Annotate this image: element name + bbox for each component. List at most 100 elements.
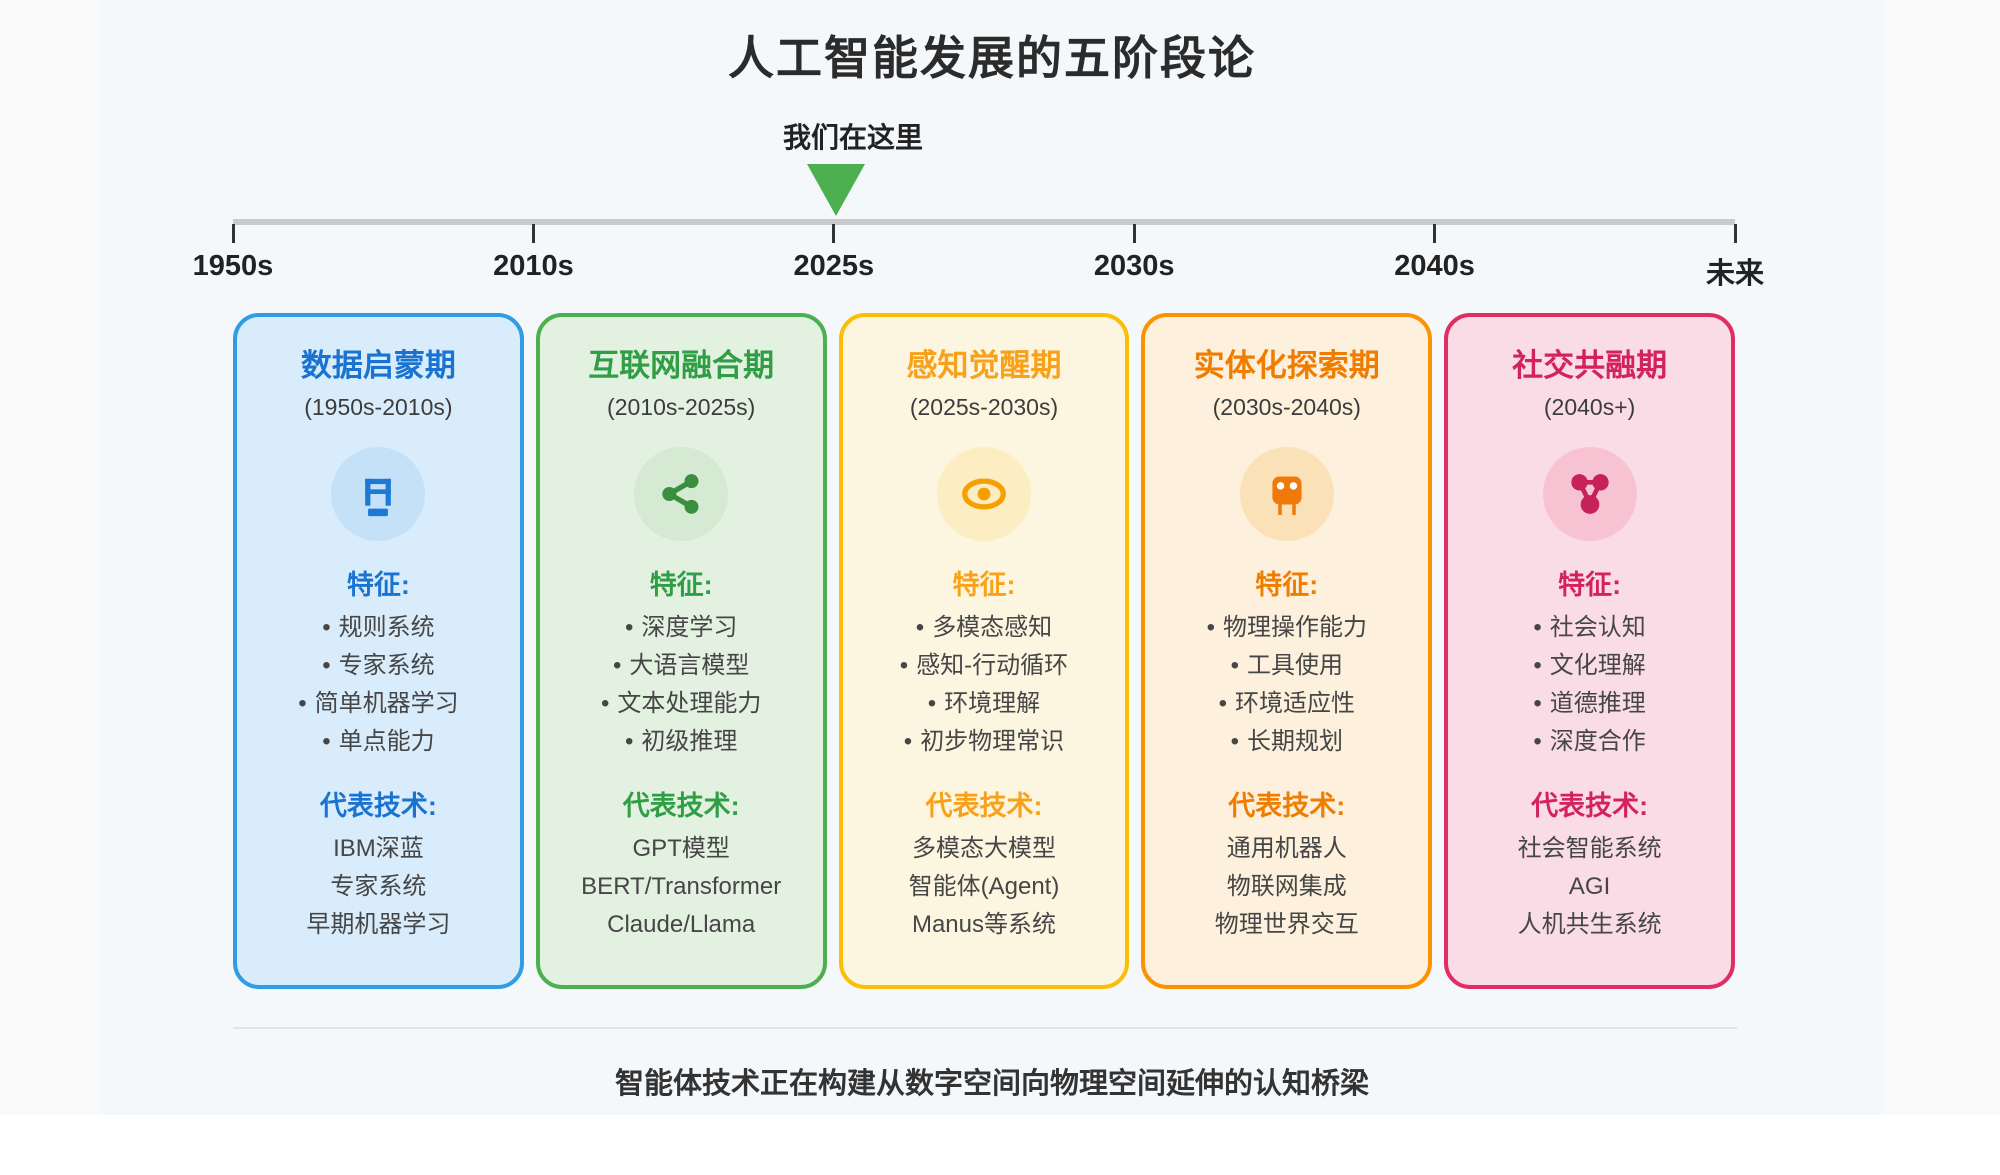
feature-item: •道德推理 xyxy=(1533,690,1646,717)
stage-period: (2010s-2025s) xyxy=(607,394,756,420)
feature-item: •社会认知 xyxy=(1533,614,1646,641)
features-label: 特征: xyxy=(346,570,410,600)
feature-item: •多模态感知 xyxy=(915,614,1053,641)
stage-title: 数据启蒙期 xyxy=(300,348,456,383)
tech-label: 代表技术: xyxy=(319,791,437,821)
poster-canvas: 人工智能发展的五阶段论 我们在这里 1950s 2010s 2025s 2030… xyxy=(100,0,1884,1115)
tech-item: 智能体(Agent) xyxy=(908,873,1060,900)
bullet-icon: • xyxy=(1230,652,1239,679)
bullet-icon: • xyxy=(915,614,925,641)
tech-list: 社会智能系统 AGI 人机共生系统 xyxy=(1448,830,1731,944)
feature-item: •初级推理 xyxy=(624,728,738,755)
stage-card-social-integration: 社交共融期 (2040s+) 特征: •社会认知 •文化理解 •道德推理 •深度… xyxy=(1444,313,1735,989)
social-network-icon xyxy=(1542,447,1637,541)
eye-icon xyxy=(936,447,1031,541)
tech-label: 代表技术: xyxy=(622,791,740,821)
down-triangle-icon xyxy=(807,164,865,216)
feature-item: •单点能力 xyxy=(322,728,435,755)
features-label: 特征: xyxy=(1558,570,1622,600)
tech-label: 代表技术: xyxy=(925,791,1043,821)
bullet-icon: • xyxy=(600,690,610,717)
share-network-icon xyxy=(634,447,729,541)
feature-item: •规则系统 xyxy=(322,614,435,641)
bullet-icon: • xyxy=(1230,728,1239,755)
bullet-icon: • xyxy=(1533,728,1542,755)
feature-item: •大语言模型 xyxy=(612,652,750,679)
features-label: 特征: xyxy=(649,570,713,600)
bullet-icon: • xyxy=(903,728,913,755)
features-label: 特征: xyxy=(1255,570,1319,600)
stage-title: 互联网融合期 xyxy=(588,348,775,383)
stage-period: (2040s+) xyxy=(1543,394,1636,420)
stage-cards-row: 数据启蒙期 (1950s-2010s) 特征: •规则系统 •专家系统 •简单机… xyxy=(233,313,1735,989)
feature-item: •深度学习 xyxy=(624,614,738,641)
marker-label: 我们在这里 xyxy=(783,122,924,153)
bullet-icon: • xyxy=(899,652,909,679)
feature-item: •环境理解 xyxy=(927,690,1041,717)
stage-card-internet-fusion: 互联网融合期 (2010s-2025s) 特征: •深度学习 •大语言模型 •文… xyxy=(535,313,827,989)
stage-card-embodied-exploration: 实体化探索期 (2030s-2040s) 特征: •物理操作能力 •工具使用 •… xyxy=(1141,313,1433,989)
features-list: •多模态感知 •感知-行动循环 •环境理解 •初步物理常识 xyxy=(843,609,1126,761)
tech-item: BERT/Transformer xyxy=(581,873,782,900)
feature-item: •文化理解 xyxy=(1533,652,1646,679)
feature-item: •工具使用 xyxy=(1230,652,1343,679)
bullet-icon: • xyxy=(624,614,634,641)
timeline-tick xyxy=(531,224,535,243)
timeline-label-2040s: 2040s xyxy=(1394,250,1475,282)
features-list: •社会认知 •文化理解 •道德推理 •深度合作 xyxy=(1448,609,1731,761)
current-position-marker: 我们在这里 xyxy=(783,116,924,216)
tech-item: 物联网集成 xyxy=(1226,873,1347,900)
timeline-tick xyxy=(231,224,235,243)
feature-item: •专家系统 xyxy=(322,652,435,679)
tech-item: 专家系统 xyxy=(330,873,427,900)
tech-list: IBM深蓝 专家系统 早期机器学习 xyxy=(237,830,520,944)
feature-item: •深度合作 xyxy=(1533,728,1646,755)
bullet-icon: • xyxy=(1206,614,1215,641)
stage-title: 社交共融期 xyxy=(1512,348,1668,383)
bullet-icon: • xyxy=(1533,614,1542,641)
robot-icon xyxy=(1239,447,1334,541)
tech-item: GPT模型 xyxy=(632,835,730,862)
tech-list: 多模态大模型 智能体(Agent) Manus等系统 xyxy=(843,830,1126,944)
timeline-bar xyxy=(233,219,1735,225)
timeline-label-future: 未来 xyxy=(1705,258,1765,290)
feature-item: •物理操作能力 xyxy=(1206,614,1367,641)
timeline-label-2030s: 2030s xyxy=(1093,250,1175,282)
stage-title: 感知觉醒期 xyxy=(906,348,1062,383)
tech-list: 通用机器人 物联网集成 物理世界交互 xyxy=(1145,830,1428,944)
timeline-label-1950s: 1950s xyxy=(192,250,274,282)
feature-item: •初步物理常识 xyxy=(903,728,1065,755)
tech-label: 代表技术: xyxy=(1531,791,1649,821)
bullet-icon: • xyxy=(322,652,331,679)
bullet-icon: • xyxy=(1533,690,1542,717)
tech-item: IBM深蓝 xyxy=(333,835,424,862)
stage-period: (1950s-2010s) xyxy=(304,394,453,420)
bullet-icon: • xyxy=(298,690,307,717)
features-list: •规则系统 •专家系统 •简单机器学习 •单点能力 xyxy=(237,609,520,761)
bullet-icon: • xyxy=(1533,652,1542,679)
tech-item: 社会智能系统 xyxy=(1517,835,1662,862)
timeline-label-2025s: 2025s xyxy=(793,250,875,282)
footer-text: 智能体技术正在构建从数字空间向物理空间延伸的认知桥梁 xyxy=(614,1068,1369,1100)
timeline-tick xyxy=(1132,224,1136,243)
tech-item: AGI xyxy=(1568,873,1611,900)
bullet-icon: • xyxy=(624,728,634,755)
tech-item: 物理世界交互 xyxy=(1214,911,1359,938)
stage-card-perception-awakening: 感知觉醒期 (2025s-2030s) 特征: •多模态感知 •感知-行动循环 … xyxy=(838,313,1130,989)
bullet-icon: • xyxy=(322,728,331,755)
features-list: •深度学习 •大语言模型 •文本处理能力 •初级推理 xyxy=(540,609,823,761)
features-label: 特征: xyxy=(952,570,1016,600)
bullet-icon: • xyxy=(322,614,331,641)
legacy-computer-icon xyxy=(331,447,426,541)
stage-period: (2030s-2040s) xyxy=(1212,394,1361,420)
tech-item: 多模态大模型 xyxy=(911,835,1056,862)
stage-title: 实体化探索期 xyxy=(1193,348,1380,383)
feature-item: •文本处理能力 xyxy=(600,690,762,717)
page-title: 人工智能发展的五阶段论 xyxy=(728,32,1256,84)
timeline-label-2010s: 2010s xyxy=(493,250,574,282)
feature-item: •环境适应性 xyxy=(1218,690,1355,717)
features-list: •物理操作能力 •工具使用 •环境适应性 •长期规划 xyxy=(1145,609,1428,761)
tech-label: 代表技术: xyxy=(1228,791,1346,821)
timeline-tick xyxy=(1433,224,1437,243)
tech-item: 人机共生系统 xyxy=(1517,911,1662,938)
